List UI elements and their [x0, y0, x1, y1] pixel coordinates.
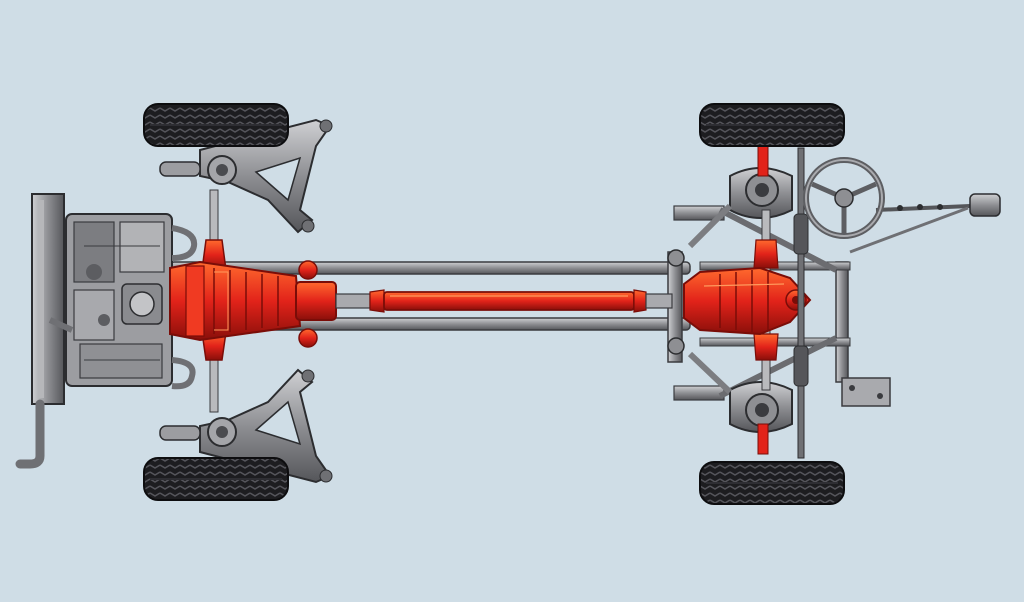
rear-suspension — [667, 145, 793, 455]
engine — [48, 213, 198, 390]
steering-column — [793, 147, 1001, 459]
wheel-front-left — [143, 103, 289, 147]
gearbox — [169, 189, 337, 413]
radiator-pipe — [15, 399, 45, 469]
gear-lever-knob — [969, 193, 1001, 217]
mount-plate — [841, 377, 891, 407]
wheel-front-right — [143, 457, 289, 501]
rear-differential — [683, 266, 812, 336]
steering-wheel — [803, 157, 885, 239]
front-suspension-arms — [159, 118, 333, 484]
wheels — [143, 103, 845, 505]
wheel-rear-right — [699, 461, 845, 505]
propeller-shaft — [335, 289, 673, 313]
wheel-rear-left — [699, 103, 845, 147]
radiator — [15, 193, 65, 469]
